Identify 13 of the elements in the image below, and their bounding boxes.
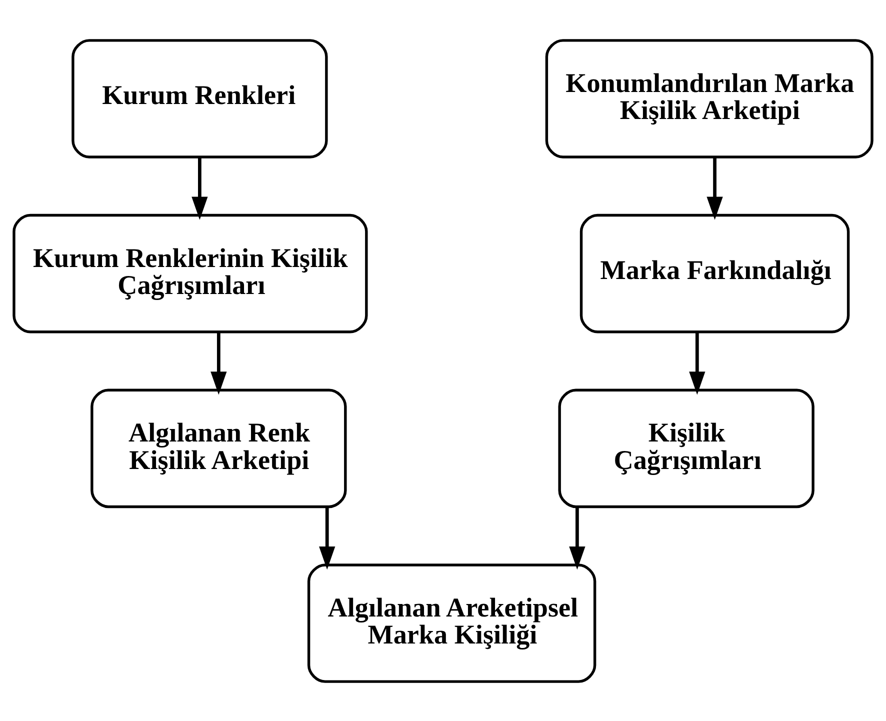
arrow	[689, 332, 706, 394]
node-box: Marka Farkındalığı	[580, 213, 850, 333]
node-box: Kişilik Çağrışımları	[558, 388, 814, 508]
node-box: Kurum Renklerinin Kişilik Çağrışımları	[12, 213, 368, 333]
node-box: Algılanan Renk Kişilik Arketipi	[90, 388, 347, 508]
node-box: Kurum Renkleri	[72, 38, 328, 158]
node-box: Algılanan Areketipsel Marka Kişiliği	[307, 563, 596, 682]
arrow	[569, 506, 586, 570]
arrow	[192, 156, 208, 220]
node-box: Konumlandırılan Marka Kişilik Arketipi	[545, 38, 874, 158]
arrow	[319, 506, 336, 570]
arrow	[210, 332, 227, 394]
arrow	[706, 156, 723, 220]
